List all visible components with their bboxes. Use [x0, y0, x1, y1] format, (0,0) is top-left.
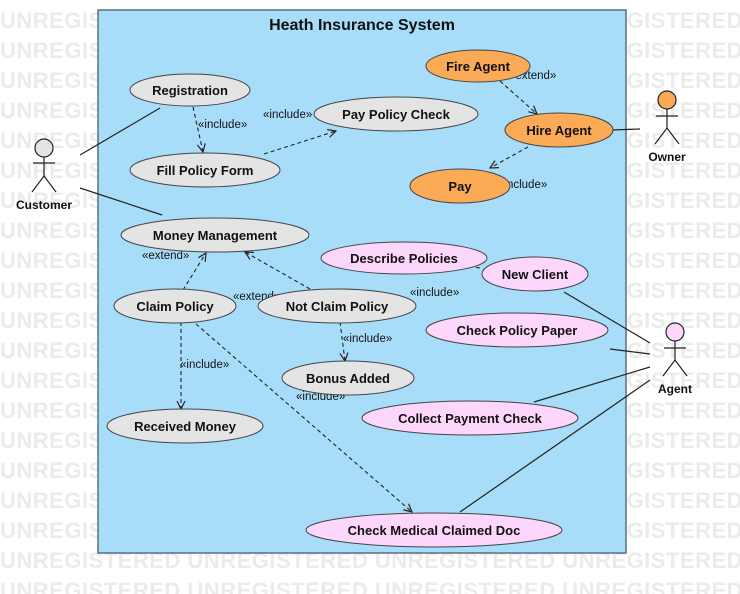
label-include-3: «include» [498, 179, 547, 191]
usecase-label: Describe Policies [350, 251, 458, 266]
label-include-2: «include» [263, 109, 312, 121]
actor-customer[interactable]: Customer [16, 138, 72, 212]
dep-registration-fill-form [192, 106, 203, 152]
usecase-label: Pay [448, 179, 472, 194]
customer-head-icon [34, 138, 54, 158]
usecase-pay-policy-check[interactable]: Pay Policy Check [313, 96, 479, 132]
usecase-label: Collect Payment Check [398, 411, 543, 426]
usecase-check-policy-paper[interactable]: Check Policy Paper [425, 312, 609, 348]
associations [79, 107, 651, 513]
usecase-money-management[interactable]: Money Management [120, 217, 310, 253]
usecase-label: Money Management [153, 228, 278, 243]
label-include-4: «include» [410, 287, 459, 299]
usecase-describe-policies[interactable]: Describe Policies [320, 241, 488, 275]
usecase-registration[interactable]: Registration [129, 73, 251, 107]
usecase-pay[interactable]: Pay [409, 168, 511, 204]
actor-agent[interactable]: Agent [658, 322, 692, 396]
usecase-collect-payment-check[interactable]: Collect Payment Check [361, 400, 579, 436]
system-title: Heath Insurance System [269, 17, 455, 34]
usecase-label: Check Medical Claimed Doc [348, 523, 521, 538]
agent-head-icon [665, 322, 685, 342]
usecase-label: Not Claim Policy [286, 299, 389, 314]
usecase-label: Pay Policy Check [342, 107, 450, 122]
actor-label-agent: Agent [658, 382, 692, 396]
usecase-hire-agent[interactable]: Hire Agent [504, 112, 614, 148]
actor-owner[interactable]: Owner [648, 90, 686, 164]
dep-hire-agent-pay [490, 146, 529, 168]
assoc-customer-registration [79, 107, 161, 156]
usecase-label: Fire Agent [446, 59, 510, 74]
usecase-label: Fill Policy Form [157, 163, 254, 178]
usecase-claim-policy[interactable]: Claim Policy [113, 288, 237, 324]
usecase-fill-policy-form[interactable]: Fill Policy Form [129, 152, 281, 188]
assoc-agent-collect-payment [533, 366, 651, 403]
usecase-label: Claim Policy [136, 299, 214, 314]
usecase-label: Received Money [134, 419, 237, 434]
actor-label-owner: Owner [648, 150, 686, 164]
usecase-label: New Client [502, 267, 569, 282]
label-include-5: «include» [343, 333, 392, 345]
dep-fire-hire-agent [499, 80, 537, 114]
label-include-6: «include» [180, 359, 229, 371]
dep-claim-medical [195, 323, 412, 512]
dependencies [181, 80, 537, 512]
dep-claim-money [182, 253, 206, 291]
label-extend-2: «extend» [142, 250, 189, 262]
assoc-agent-check-policy-paper [609, 348, 651, 355]
assoc-customer-money-management [79, 187, 163, 216]
usecase-label: Check Policy Paper [457, 323, 578, 338]
actor-label-customer: Customer [16, 198, 72, 212]
owner-head-icon [657, 90, 677, 110]
watermark-line: UNREGISTERED UNREGISTERED UNREGISTERED U… [0, 578, 740, 594]
usecase-new-client[interactable]: New Client [481, 256, 589, 292]
usecase-label: Registration [152, 83, 228, 98]
assoc-agent-check-medical [459, 379, 651, 513]
assoc-owner-hire-agent [611, 128, 641, 131]
dep-notclaim-money [245, 252, 311, 290]
usecase-label: Bonus Added [306, 371, 390, 386]
label-include-1: «include» [198, 119, 247, 131]
assoc-agent-new-client [563, 291, 651, 344]
usecase-bonus-added[interactable]: Bonus Added [281, 360, 415, 396]
usecase-label: Hire Agent [526, 123, 592, 138]
usecase-received-money[interactable]: Received Money [106, 408, 264, 444]
usecase-not-claim-policy[interactable]: Not Claim Policy [257, 288, 417, 324]
usecase-check-medical-claimed-doc[interactable]: Check Medical Claimed Doc [305, 512, 563, 548]
dep-fill-form-pay-check [263, 131, 336, 155]
usecase-fire-agent[interactable]: Fire Agent [425, 49, 531, 83]
